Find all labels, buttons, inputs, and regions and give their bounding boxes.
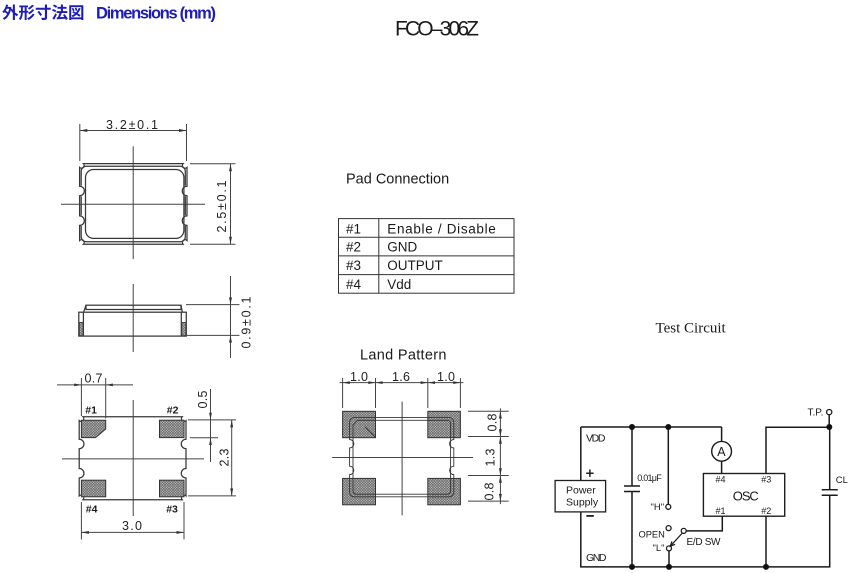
svg-text:#3: #3 [346, 258, 361, 273]
svg-text:0.9±0.1: 0.9±0.1 [240, 296, 254, 349]
svg-text:FCO–306Z: FCO–306Z [395, 17, 479, 40]
svg-text:0.01μF: 0.01μF [637, 473, 662, 483]
svg-text:#3: #3 [761, 474, 771, 484]
svg-text:OPEN: OPEN [639, 529, 665, 539]
svg-text:1.3: 1.3 [484, 448, 498, 467]
svg-text:Supply: Supply [566, 497, 599, 509]
svg-text:0.8: 0.8 [483, 482, 497, 501]
svg-text:CL: CL [836, 475, 848, 486]
svg-text:#1: #1 [716, 506, 726, 516]
svg-text:#4: #4 [716, 474, 726, 484]
svg-text:Test Circuit: Test Circuit [656, 321, 727, 337]
svg-text:#1: #1 [346, 221, 361, 236]
svg-text:E/D SW: E/D SW [687, 537, 722, 548]
svg-text:OSC: OSC [733, 488, 759, 503]
svg-text:"H": "H" [651, 502, 665, 513]
svg-text:"L": "L" [653, 543, 665, 554]
svg-text:Land Pattern: Land Pattern [360, 348, 447, 364]
svg-text:VDD: VDD [586, 433, 606, 445]
svg-text:#2: #2 [346, 240, 361, 255]
svg-text:#4: #4 [346, 277, 362, 292]
svg-text:0.8: 0.8 [486, 413, 500, 432]
svg-text:2.3: 2.3 [218, 448, 232, 467]
svg-text:2.5±0.1: 2.5±0.1 [215, 180, 229, 233]
svg-text:#4: #4 [86, 504, 98, 516]
svg-text:0.5: 0.5 [196, 390, 210, 409]
svg-text:#1: #1 [85, 405, 97, 417]
svg-text:T.P.: T.P. [808, 408, 824, 419]
svg-text:1.6: 1.6 [392, 370, 411, 384]
svg-text:Vdd: Vdd [387, 277, 411, 292]
svg-text:A: A [717, 445, 726, 459]
svg-text:#2: #2 [167, 405, 179, 417]
svg-text:GND: GND [387, 240, 417, 255]
svg-text:Pad Connection: Pad Connection [346, 172, 449, 188]
svg-text:3.2±0.1: 3.2±0.1 [106, 118, 159, 132]
svg-text:Enable / Disable: Enable / Disable [387, 221, 496, 236]
svg-text:1.0: 1.0 [350, 370, 369, 384]
svg-text:0.7: 0.7 [85, 372, 104, 386]
svg-text:OUTPUT: OUTPUT [387, 258, 443, 273]
svg-text:#2: #2 [761, 506, 771, 516]
svg-text:Dimensions (mm): Dimensions (mm) [96, 5, 216, 23]
svg-text:#3: #3 [166, 504, 178, 516]
svg-text:GND: GND [586, 552, 607, 564]
svg-text:1.0: 1.0 [437, 370, 456, 384]
svg-text:3.0: 3.0 [122, 519, 143, 533]
svg-text:Power: Power [566, 485, 596, 497]
